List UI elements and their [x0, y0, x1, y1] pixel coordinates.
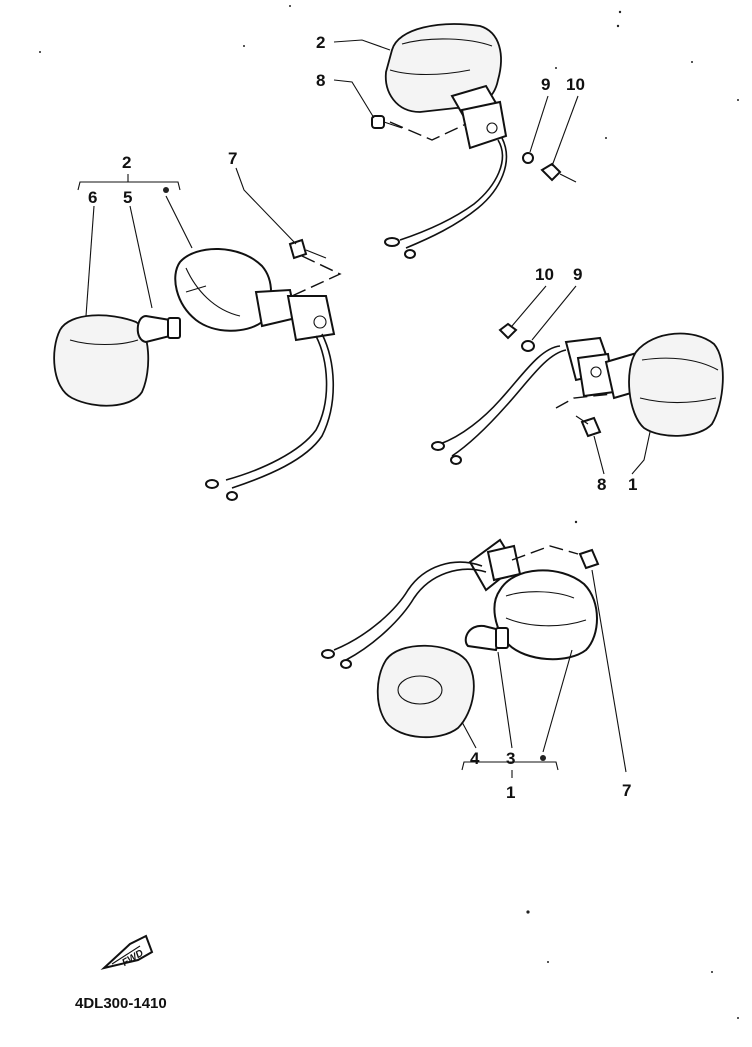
label-bottom-lens: 4 — [470, 749, 480, 768]
turn-signal-bottom — [321, 538, 627, 778]
fwd-arrow-icon: FWD — [100, 934, 154, 970]
label-right-washer: 9 — [573, 265, 582, 284]
bottom-lens — [376, 644, 475, 739]
label-top-washer: 9 — [541, 75, 550, 94]
label-top-screw: 8 — [316, 71, 325, 90]
figure-code: 4DL300-1410 — [75, 995, 167, 1012]
label-left-lens: 6 — [88, 188, 97, 207]
label-right-nut: 10 — [535, 265, 554, 284]
label-bottom-screw: 7 — [622, 781, 631, 800]
scan-specks — [39, 5, 739, 1019]
left-lens — [53, 314, 150, 407]
label-left-assembly: 2 — [122, 153, 131, 172]
label-bottom-bulb: 3 — [506, 749, 515, 768]
left-housing — [174, 248, 273, 332]
turn-signal-left — [53, 167, 342, 501]
turn-signal-right — [431, 285, 724, 475]
label-right-assembly: 1 — [628, 475, 637, 494]
label-left-screw: 7 — [228, 149, 237, 168]
label-right-screw: 8 — [597, 475, 606, 494]
turn-signal-top — [333, 23, 579, 259]
label-top-nut: 10 — [566, 75, 585, 94]
label-top-assembly: 2 — [316, 33, 325, 52]
bottom-housing — [493, 569, 598, 661]
right-housing — [628, 332, 724, 437]
label-bottom-assembly: 1 — [506, 783, 515, 802]
label-left-bulb: 5 — [123, 188, 132, 207]
